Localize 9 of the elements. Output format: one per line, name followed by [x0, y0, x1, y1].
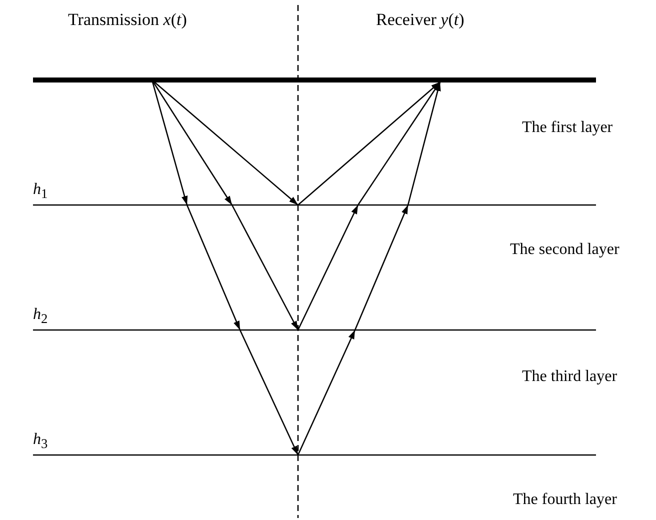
depth-label: h$_{3}$	[33, 430, 48, 454]
layer-label: The second layer	[510, 240, 620, 260]
transmission-label: Transmission x(t)	[68, 10, 187, 30]
receiver-label: Receiver y(t)	[376, 10, 464, 30]
layer-label: The third layer	[522, 367, 618, 387]
layer-label: The fourth layer	[513, 490, 617, 510]
layer-label: The first layer	[522, 118, 613, 138]
depth-label: h$_{2}$	[33, 305, 48, 328]
depth-label: h$_{1}$	[33, 180, 48, 204]
